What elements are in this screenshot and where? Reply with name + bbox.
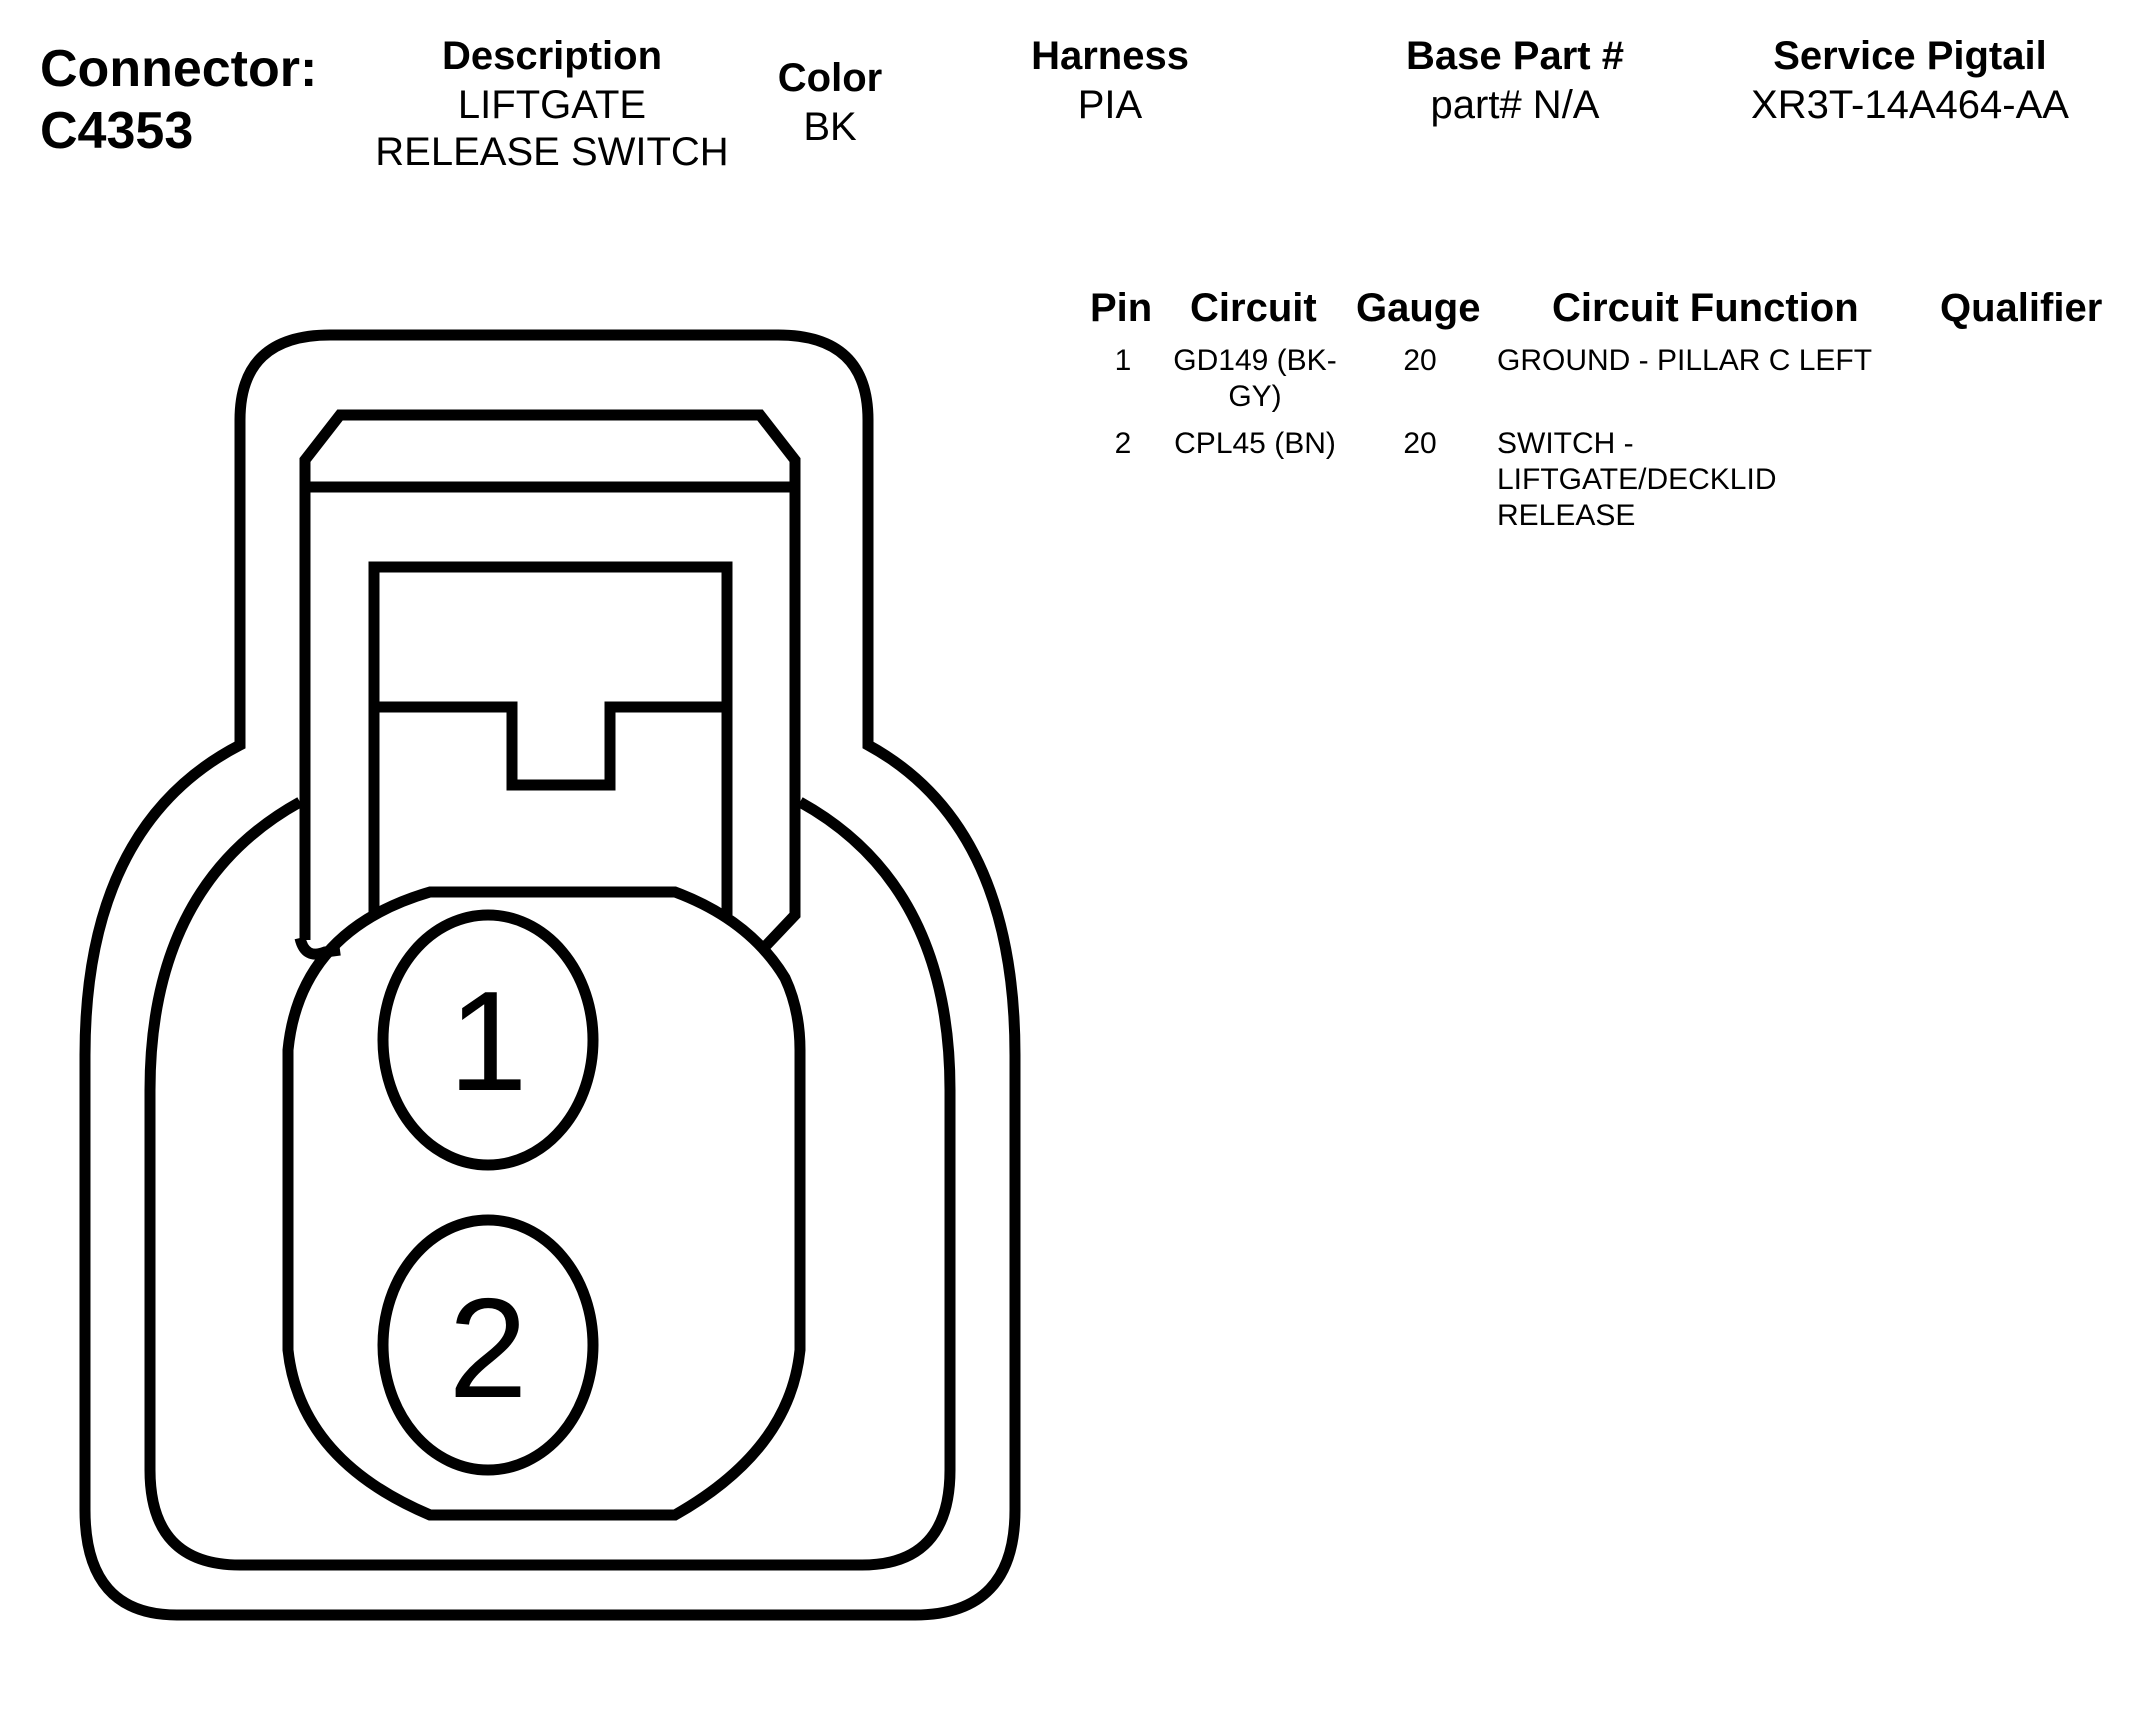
pin-1-label: 1	[449, 962, 528, 1121]
latch-tab	[368, 561, 733, 915]
row1-pin: 1	[1114, 344, 1132, 377]
connector-id: C4353	[40, 102, 194, 160]
service-pigtail-value: XR3T-14A464-AA	[1751, 83, 2069, 127]
base-part-label: Base Part #	[1406, 34, 1624, 78]
connector-title: Connector: C4353	[40, 38, 317, 162]
pin-2-label: 2	[449, 1269, 528, 1428]
description-label: Description	[441, 34, 663, 78]
pin-1-circle	[377, 909, 599, 1171]
harness-label: Harness	[1031, 34, 1189, 78]
row2-pin: 2	[1114, 427, 1132, 460]
service-pigtail-label: Service Pigtail	[1773, 34, 2047, 78]
table-header-function: Circuit Function	[1552, 286, 1859, 330]
connector-inner-shell	[144, 797, 956, 1571]
row2-function-line2: LIFTGATE/DECKLID	[1497, 463, 1777, 496]
row2-circuit-line1: CPL45 (BN)	[1174, 427, 1336, 460]
pin-2-circle	[377, 1214, 599, 1476]
row1-circuit-line2: GY)	[1228, 380, 1282, 413]
pin-cavity-face	[282, 886, 806, 1521]
row1-function: GROUND - PILLAR C LEFT	[1497, 343, 1997, 379]
description-value-line1: LIFTGATE	[457, 83, 647, 127]
row1-circuit-line1: GD149 (BK-	[1173, 344, 1337, 377]
connector-outer-shell	[79, 329, 1021, 1621]
base-part-value: part# N/A	[1430, 83, 1600, 127]
table-header-qualifier: Qualifier	[1940, 286, 2103, 330]
row1-function-line1: GROUND - PILLAR C LEFT	[1497, 344, 1873, 377]
description-column: Description LIFTGATE RELEASE SWITCH	[352, 30, 752, 176]
connector-face-diagram: 1 2	[79, 329, 1021, 1621]
base-part-column: Base Part # part# N/A	[1350, 30, 1680, 129]
service-pigtail-column: Service Pigtail XR3T-14A464-AA	[1700, 30, 2120, 129]
connector-label: Connector:	[40, 40, 318, 98]
row1-circuit: GD149 (BK- GY)	[1160, 343, 1350, 415]
color-column: Color BK	[730, 52, 930, 151]
table-header-pin: Pin	[1090, 286, 1153, 330]
description-value-line2: RELEASE SWITCH	[375, 130, 729, 174]
table-header-gauge: Gauge	[1356, 286, 1481, 330]
harness-value: PIA	[1077, 83, 1143, 127]
harness-column: Harness PIA	[980, 30, 1240, 129]
row2-circuit: CPL45 (BN)	[1160, 426, 1350, 462]
row2-function-line3: RELEASE	[1497, 499, 1636, 532]
row2-function-line1: SWITCH -	[1497, 427, 1634, 460]
table-header-circuit: Circuit	[1190, 286, 1317, 330]
color-value: BK	[803, 105, 857, 149]
latch-notch	[374, 701, 727, 791]
color-label: Color	[777, 56, 883, 100]
latch-body	[299, 409, 801, 956]
row1-gauge: 20	[1403, 344, 1437, 377]
row2-gauge: 20	[1403, 427, 1437, 460]
row2-function: SWITCH - LIFTGATE/DECKLID RELEASE	[1497, 426, 1997, 534]
